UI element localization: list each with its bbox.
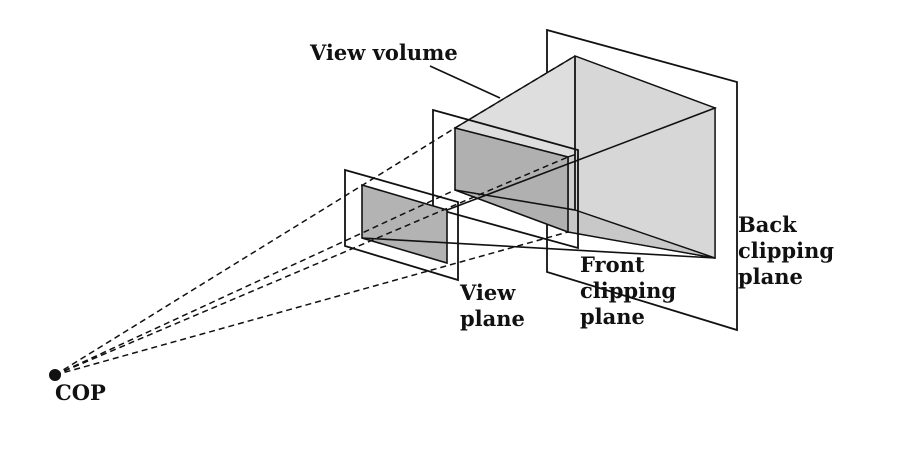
back-clipping-plane-label-line2: clipping (738, 238, 834, 263)
projector-line (54, 189, 456, 376)
view-plane-window (361, 183, 448, 265)
back-clipping-plane-label-line1: Back (738, 212, 797, 237)
view-plane (344, 168, 459, 282)
cop-point (49, 369, 61, 381)
view-plane-label-line2: plane (460, 306, 525, 331)
projector-line (54, 156, 569, 376)
view-volume-label: View volume (309, 40, 458, 65)
view-volume-leader (429, 65, 501, 99)
projector-lines (54, 55, 576, 376)
front-clipping-plane-label-line3: plane (580, 304, 645, 329)
back-clipping-plane-label-line3: plane (738, 264, 803, 289)
view-plane-label-line1: View (459, 280, 516, 305)
projector-line (54, 231, 569, 376)
projector-line (454, 55, 576, 129)
front-clipping-plane-label-line2: clipping (580, 278, 676, 303)
view-volume (453, 54, 718, 259)
front-clipping-plane-label-line1: Front (580, 252, 645, 277)
cop-label: COP (55, 380, 106, 405)
projector-line (54, 127, 456, 376)
front-clipping-plane (432, 108, 579, 250)
